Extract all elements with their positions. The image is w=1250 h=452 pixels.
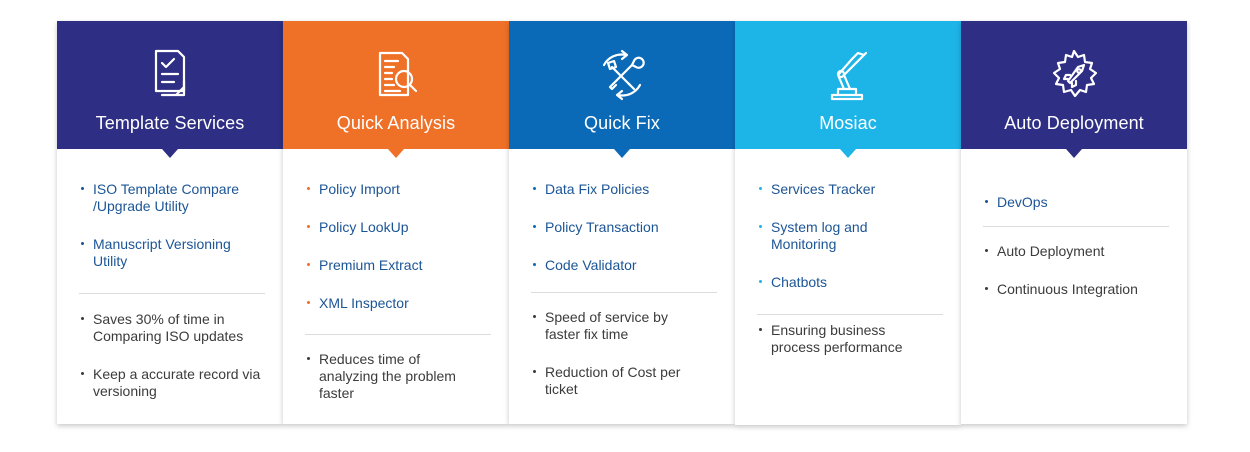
card-title: Auto Deployment [1004, 113, 1144, 133]
benefit-list: Ensuring business process performance [757, 315, 943, 356]
card-header: Quick Analysis [283, 21, 509, 158]
divider [757, 314, 943, 315]
list-item: Premium Extract [305, 257, 491, 274]
document-magnifier-icon [364, 43, 428, 107]
feature-list: Services Tracker System log and Monitori… [757, 149, 943, 291]
list-item: Keep a accurate record via versioning [79, 366, 263, 400]
card-title: Template Services [95, 113, 245, 133]
card-quick-analysis: Quick Analysis Policy Import Policy Look… [283, 21, 509, 424]
list-item: Manuscript Versioning Utility [79, 236, 257, 270]
list-item: Chatbots [757, 274, 943, 291]
card-header: Template Services [57, 21, 283, 158]
card-title: Mosiac [819, 113, 877, 133]
divider [305, 334, 491, 335]
card-body: Policy Import Policy LookUp Premium Extr… [283, 149, 509, 402]
feature-list: Policy Import Policy LookUp Premium Extr… [305, 149, 491, 312]
list-item: Services Tracker [757, 181, 943, 198]
card-auto-deployment: Auto Deployment DevOps Auto Deployment C… [961, 21, 1187, 424]
card-template-services: Template Services ISO Template Compare /… [57, 21, 283, 424]
list-item: Ensuring business process performance [757, 322, 932, 356]
list-item: Speed of service by faster fix time [531, 309, 706, 343]
card-title: Quick Analysis [336, 113, 456, 133]
list-item: XML Inspector [305, 295, 491, 312]
tools-cycle-icon [590, 43, 654, 107]
list-item: Policy LookUp [305, 219, 491, 236]
list-item: ISO Template Compare /Upgrade Utility [79, 181, 257, 215]
list-item: Code Validator [531, 257, 717, 274]
gear-rocket-icon [1042, 43, 1106, 107]
robot-arm-icon [816, 43, 880, 107]
card-header: Auto Deployment [961, 21, 1187, 158]
card-title: Quick Fix [584, 113, 660, 133]
list-item: Reduction of Cost per ticket [531, 364, 706, 398]
list-item: Continuous Integration [983, 281, 1169, 298]
benefit-list: Saves 30% of time in Comparing ISO updat… [79, 294, 265, 400]
list-item: Reduces time of analyzing the problem fa… [305, 351, 480, 402]
list-item: System log and Monitoring [757, 219, 907, 253]
list-item: Saves 30% of time in Comparing ISO updat… [79, 311, 263, 345]
service-cards: Template Services ISO Template Compare /… [57, 21, 1190, 425]
list-item: Policy Transaction [531, 219, 717, 236]
card-body: Services Tracker System log and Monitori… [735, 149, 961, 356]
divider [79, 293, 265, 294]
feature-list: DevOps [983, 149, 1169, 211]
list-item: Policy Import [305, 181, 491, 198]
benefit-list: Auto Deployment Continuous Integration [983, 227, 1169, 298]
benefit-list: Reduces time of analyzing the problem fa… [305, 335, 491, 402]
card-body: ISO Template Compare /Upgrade Utility Ma… [57, 149, 283, 400]
card-body: Data Fix Policies Policy Transaction Cod… [509, 149, 735, 398]
list-item: DevOps [983, 194, 1169, 211]
list-item: Data Fix Policies [531, 181, 717, 198]
checklist-icon [138, 43, 202, 107]
benefit-list: Speed of service by faster fix time Redu… [531, 293, 717, 398]
card-quick-fix: Quick Fix Data Fix Policies Policy Trans… [509, 21, 735, 424]
card-header: Quick Fix [509, 21, 735, 158]
card-mosiac: Mosiac Services Tracker System log and M… [735, 21, 961, 425]
divider [983, 226, 1169, 227]
feature-list: Data Fix Policies Policy Transaction Cod… [531, 149, 717, 274]
list-item: Auto Deployment [983, 243, 1169, 260]
card-body: DevOps Auto Deployment Continuous Integr… [961, 149, 1187, 298]
feature-list: ISO Template Compare /Upgrade Utility Ma… [79, 149, 265, 270]
divider [531, 292, 717, 293]
card-header: Mosiac [735, 21, 961, 158]
